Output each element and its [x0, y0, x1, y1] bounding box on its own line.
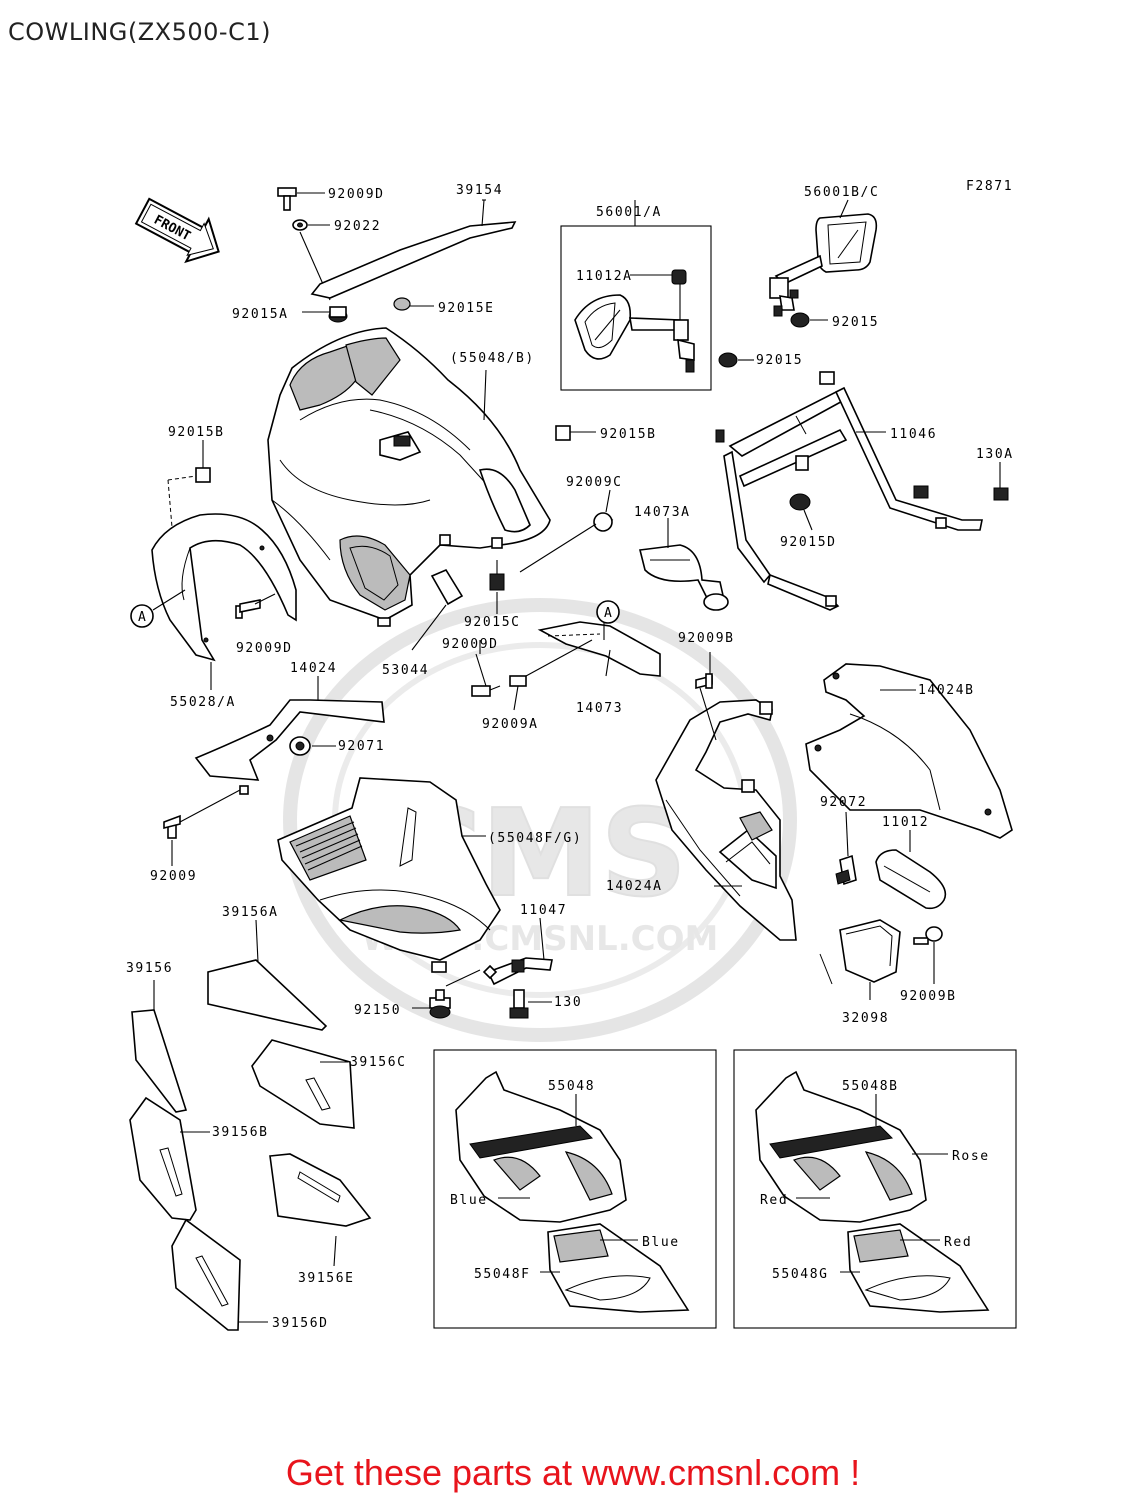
- label-92015B-right: 92015B: [600, 427, 657, 442]
- label-92015D: 92015D: [780, 535, 837, 550]
- label-92072: 92072: [820, 795, 867, 810]
- windshield-55028A: [151, 513, 297, 662]
- label-14024B: 14024B: [918, 683, 975, 698]
- side-panel-14024: [194, 699, 385, 781]
- inset-right-bottom-part: 55048G: [772, 1267, 829, 1282]
- label-14024: 14024: [290, 661, 337, 676]
- label-55028A: 55028/A: [170, 695, 236, 710]
- label-39156E: 39156E: [298, 1271, 355, 1286]
- label-92015C: 92015C: [464, 615, 521, 630]
- inset-left-color-upper: Blue: [450, 1193, 488, 1208]
- label-130A: 130A: [976, 447, 1014, 462]
- inset-right-top-part: 55048B: [842, 1079, 899, 1094]
- label-11046: 11046: [890, 427, 937, 442]
- label-92009D-left: 92009D: [236, 641, 293, 656]
- side-panel-14024B: [805, 663, 1013, 839]
- label-92009D-mid: 92009D: [442, 637, 499, 652]
- label-11047: 11047: [520, 903, 567, 918]
- label-92009B-mid: 92009B: [678, 631, 735, 646]
- duct-14073A: [639, 544, 729, 611]
- lower-cowl-55048FG: [277, 777, 501, 973]
- inset-labels: 55048 Blue Blue 55048F 55048B Rose Red R…: [450, 1079, 990, 1282]
- label-39156A: 39156A: [222, 905, 279, 920]
- label-14073: 14073: [576, 701, 623, 716]
- label-92009: 92009: [150, 869, 197, 884]
- label-11012A: 11012A: [576, 269, 633, 284]
- pad-39156D: [171, 1218, 241, 1331]
- label-14073A: 14073A: [634, 505, 691, 520]
- part-labels: 92009D 92022 39154 56001/A 56001B/C 1101…: [126, 183, 1014, 1331]
- label-39154: 39154: [456, 183, 503, 198]
- label-92009B-low: 92009B: [900, 989, 957, 1004]
- label-92009D-top: 92009D: [328, 187, 385, 202]
- inset-right-color-side: Rose: [952, 1149, 990, 1164]
- label-32098: 32098: [842, 1011, 889, 1026]
- part-39154-strip: [310, 221, 517, 299]
- label-14024A: 14024A: [606, 879, 663, 894]
- pad-39156E: [269, 1153, 372, 1227]
- label-130: 130: [554, 995, 582, 1010]
- label-92015-mirror-right: 92015: [832, 315, 879, 330]
- label-39156: 39156: [126, 961, 173, 976]
- label-92015-mirror-left: 92015: [756, 353, 803, 368]
- page-title: COWLING(ZX500-C1): [8, 18, 271, 46]
- label-92015B-left: 92015B: [168, 425, 225, 440]
- ref-circle-a-left-label: A: [138, 610, 147, 625]
- pad-39156: [131, 1009, 188, 1113]
- inset-left-cowl-drawing: [455, 1070, 690, 1313]
- pad-53044: [430, 568, 464, 606]
- label-92009C: 92009C: [566, 475, 623, 490]
- label-92009A: 92009A: [482, 717, 539, 732]
- label-92015A: 92015A: [232, 307, 289, 322]
- inset-right-color-upper: Red: [760, 1193, 788, 1208]
- inset-right-color-lower: Red: [944, 1235, 972, 1250]
- inset-left-top-part: 55048: [548, 1079, 595, 1094]
- upper-cowl-55048: [267, 327, 551, 627]
- mirror-detail-box: [560, 225, 712, 391]
- footer-cta-link[interactable]: Get these parts at www.cmsnl.com !: [285, 1452, 861, 1493]
- pad-39156C: [251, 1039, 355, 1129]
- stay-bracket-11046: [715, 371, 983, 611]
- label-39156D: 39156D: [272, 1316, 329, 1331]
- label-39156B: 39156B: [212, 1125, 269, 1140]
- inset-left-color-lower: Blue: [642, 1235, 680, 1250]
- label-56001A: 56001/A: [596, 205, 662, 220]
- inset-box-red: [733, 1049, 1017, 1329]
- label-92015E: 92015E: [438, 301, 495, 316]
- label-92071: 92071: [338, 739, 385, 754]
- box-32098: [839, 919, 901, 983]
- label-55048B-paren: (55048/B): [450, 351, 535, 366]
- inset-right-cowl-drawing: [755, 1070, 990, 1313]
- mirror-56001A: [574, 269, 695, 373]
- label-92022: 92022: [334, 219, 381, 234]
- inset-left-bottom-part: 55048F: [474, 1267, 531, 1282]
- figure-code: F2871: [966, 179, 1013, 194]
- ref-circle-a-left: [130, 604, 154, 628]
- screw-92009D-top: [277, 187, 308, 231]
- ref-circle-a-mid-label: A: [604, 606, 613, 621]
- label-56001BC: 56001B/C: [804, 185, 879, 200]
- label-39156C: 39156C: [350, 1055, 407, 1070]
- label-55048FG-paren: (55048F/G): [488, 831, 582, 846]
- label-92150: 92150: [354, 1003, 401, 1018]
- label-11012: 11012: [882, 815, 929, 830]
- ref-circle-a-mid: [596, 600, 620, 624]
- mirror-56001BC: [769, 213, 878, 317]
- label-53044: 53044: [382, 663, 429, 678]
- lower-fairing-14024A: [655, 699, 797, 941]
- pad-39156A: [207, 959, 328, 1031]
- front-arrow-icon: FRONT: [134, 197, 220, 264]
- inset-box-blue: [433, 1049, 717, 1329]
- cover-11012: [875, 849, 947, 910]
